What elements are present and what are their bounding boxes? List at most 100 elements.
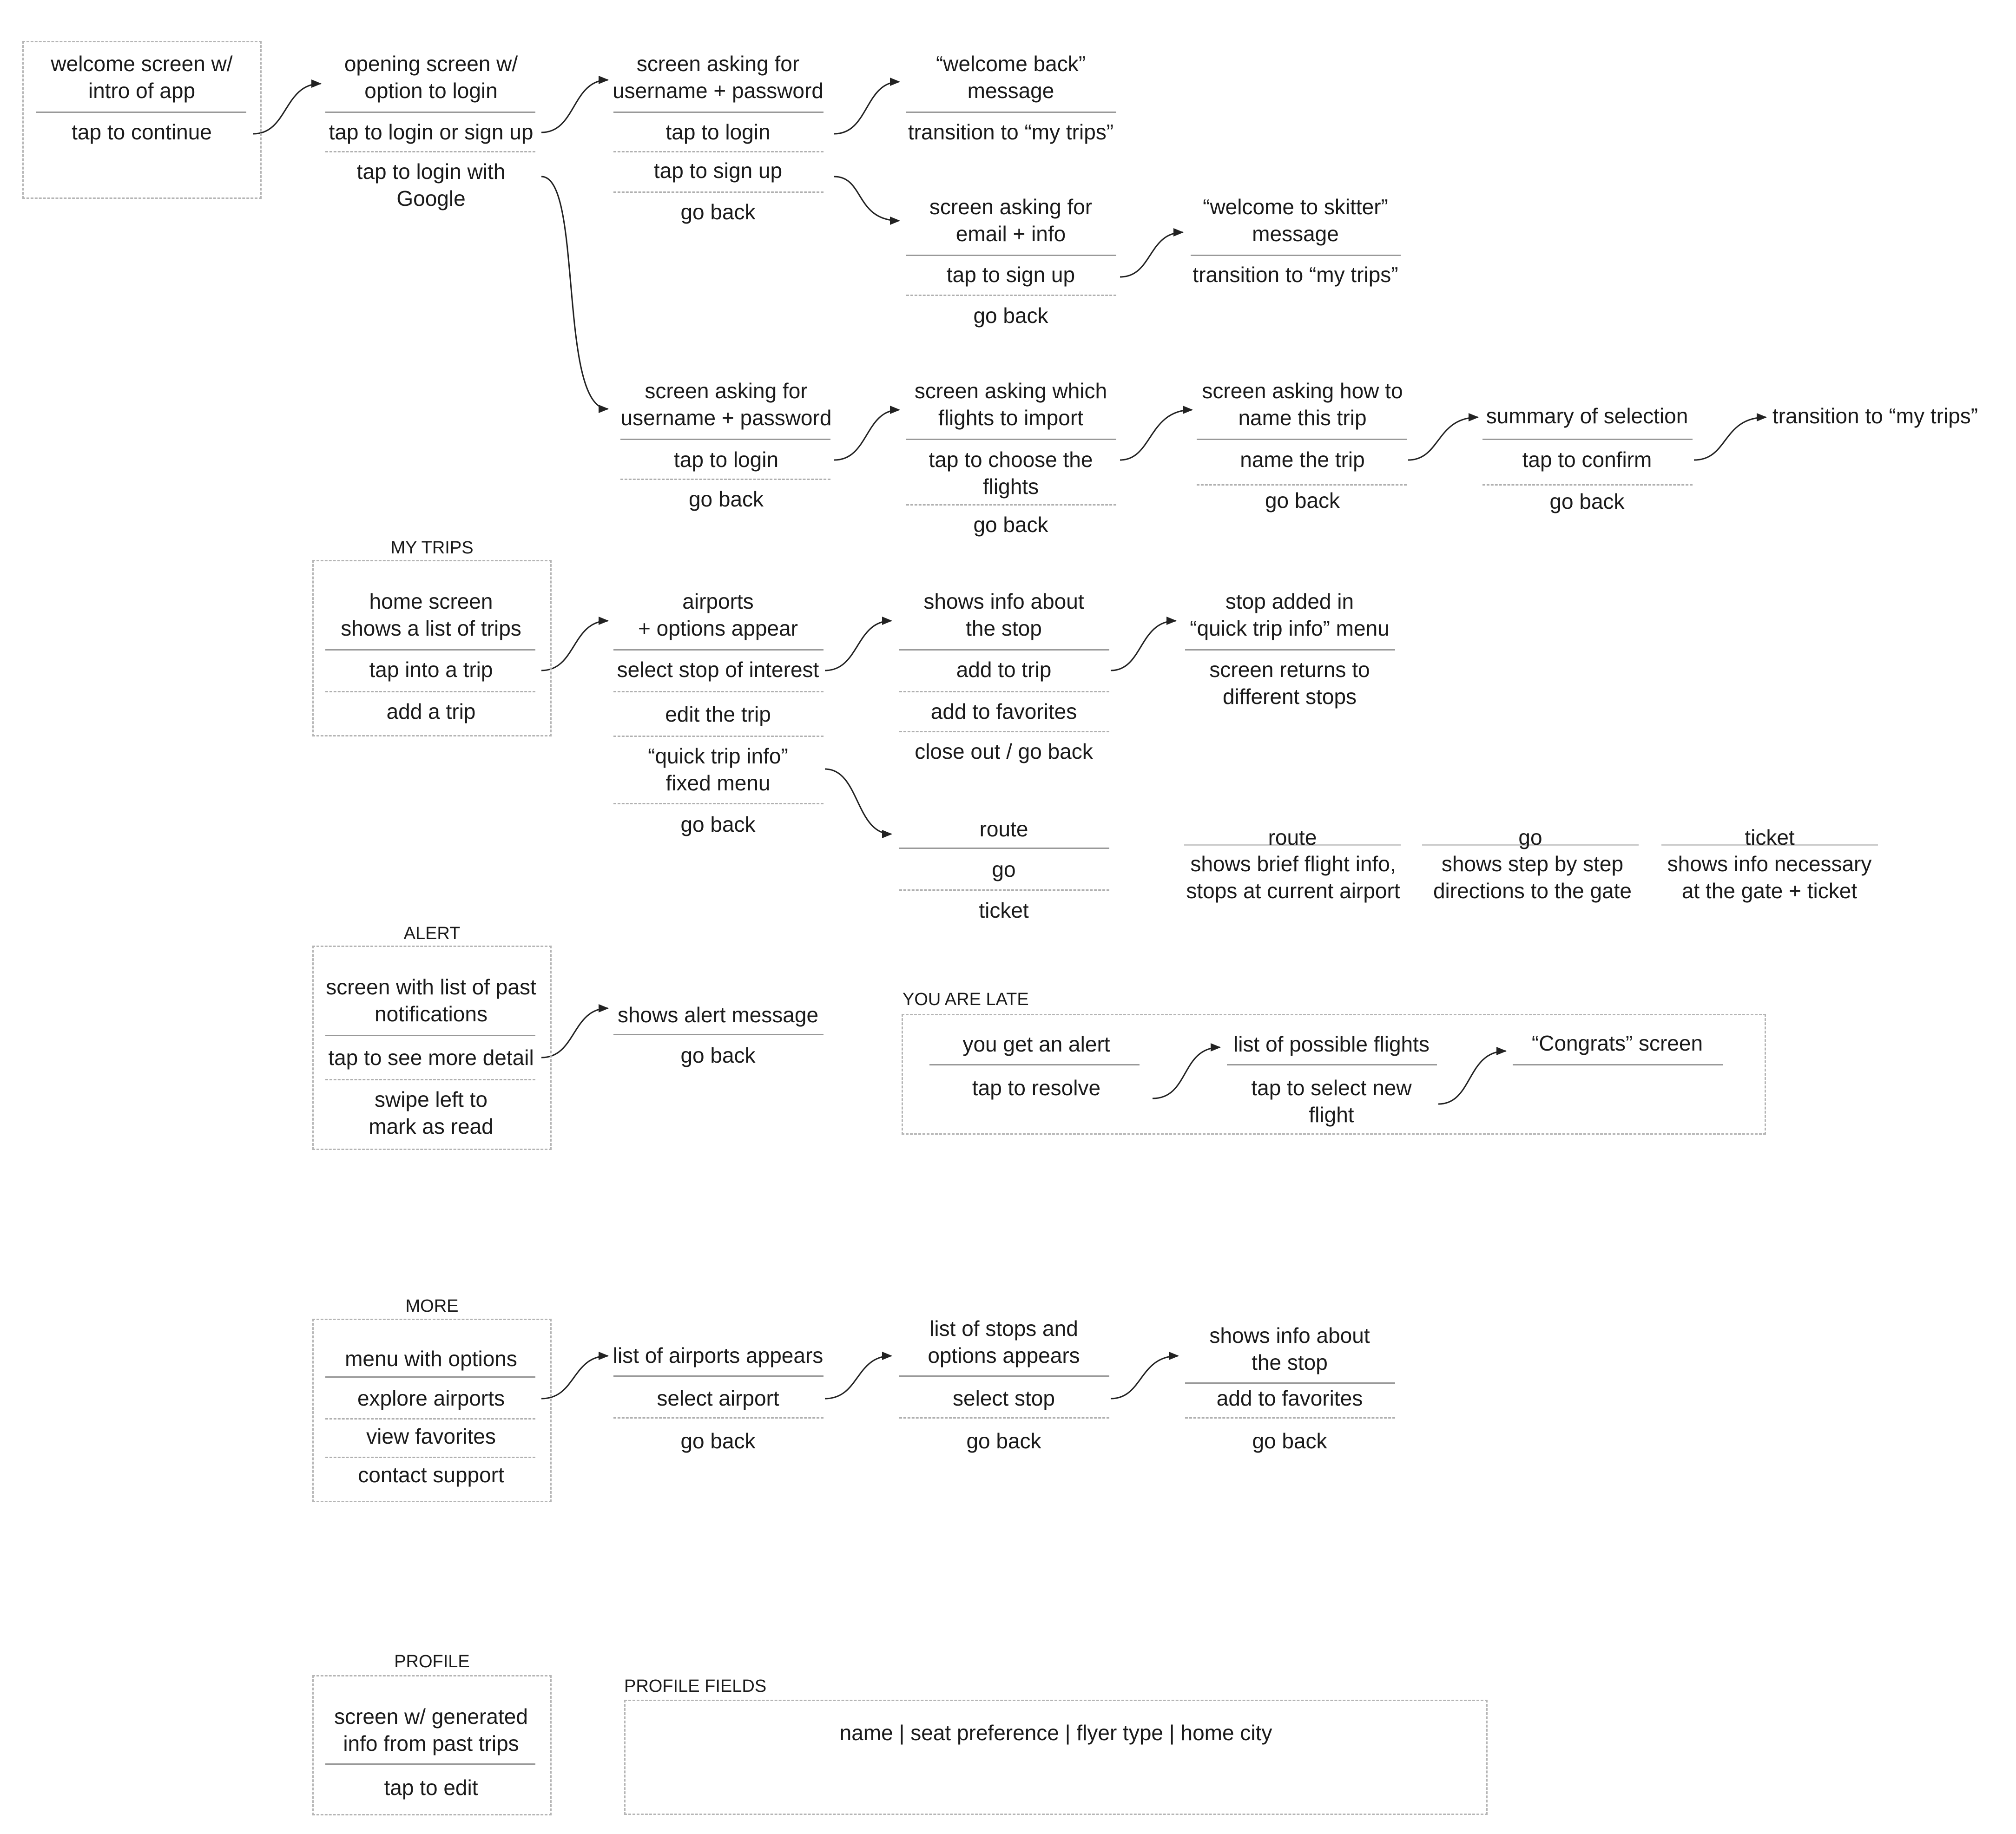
tap-to-confirm: tap to confirm	[1522, 447, 1652, 472]
go-back: go back	[680, 1043, 756, 1067]
separator	[906, 439, 1116, 440]
separator	[325, 1376, 535, 1378]
go-description: shows step by step directions to the gat…	[1433, 852, 1632, 903]
airports-options-node: airports + options appear	[638, 589, 798, 640]
opening-screen-node: opening screen w/ option to login	[344, 52, 518, 103]
separator	[325, 1079, 535, 1080]
go-back: go back	[680, 1429, 756, 1453]
arrow	[1110, 1352, 1179, 1400]
separator	[899, 731, 1109, 732]
select-airport: select airport	[657, 1386, 779, 1410]
separator	[613, 691, 824, 692]
tap-to-login: tap to login	[665, 120, 771, 144]
separator	[1513, 1064, 1723, 1065]
transition-my-trips: transition to “my trips”	[1772, 404, 1978, 428]
separator	[899, 691, 1109, 692]
profile-fields-list: name | seat preference | flyer type | ho…	[839, 1721, 1272, 1745]
tap-see-more-detail: tap to see more detail	[328, 1045, 534, 1070]
separator	[1197, 439, 1407, 440]
separator	[325, 112, 535, 113]
credentials-screen-node: screen asking for username + password	[613, 52, 824, 103]
separator	[613, 736, 824, 737]
separator	[1482, 484, 1693, 486]
separator	[613, 151, 824, 152]
add-to-favorites: add to favorites	[930, 699, 1077, 723]
arrow	[1438, 1047, 1507, 1105]
separator	[1197, 484, 1407, 486]
separator	[1482, 439, 1693, 440]
arrow	[1152, 1043, 1221, 1099]
go-back: go back	[973, 513, 1048, 537]
arrow	[541, 176, 609, 413]
swipe-mark-read: swipe left to mark as read	[369, 1087, 494, 1138]
separator	[325, 1763, 535, 1765]
go-back: go back	[1265, 488, 1340, 513]
notifications-list-node: screen with list of past notifications	[326, 975, 536, 1026]
separator	[1191, 255, 1401, 256]
arrow	[824, 617, 892, 671]
alert-message-node: shows alert message	[617, 1003, 819, 1027]
welcome-screen-node: welcome screen w/ intro of app	[51, 52, 233, 103]
arrow	[1408, 413, 1479, 461]
route-label: route	[1268, 825, 1317, 849]
arrow	[541, 76, 609, 133]
separator	[1184, 844, 1401, 846]
get-alert-node: you get an alert	[962, 1032, 1110, 1056]
separator	[613, 1417, 824, 1419]
ticket-description: shows info necessary at the gate + ticke…	[1667, 852, 1872, 903]
separator	[613, 191, 824, 193]
possible-flights-node: list of possible flights	[1233, 1032, 1430, 1056]
tap-login-or-signup: tap to login or sign up	[329, 120, 534, 144]
arrow	[824, 1352, 892, 1400]
welcome-skitter-node: “welcome to skitter” message	[1203, 195, 1388, 246]
go-back: go back	[680, 200, 756, 224]
arrow	[541, 1352, 609, 1400]
arrow	[253, 79, 322, 135]
go-back: go back	[680, 812, 756, 836]
separator	[899, 889, 1109, 891]
late-title: YOU ARE LATE	[903, 990, 1029, 1009]
congrats-screen-node: “Congrats” screen	[1531, 1031, 1703, 1055]
go-back: go back	[973, 303, 1048, 328]
arrow	[1120, 406, 1193, 461]
separator	[325, 1418, 535, 1420]
close-out-go-back: close out / go back	[915, 739, 1093, 763]
separator	[613, 1034, 824, 1035]
name-the-trip: name the trip	[1240, 447, 1365, 472]
separator	[906, 112, 1116, 113]
separator	[1227, 1064, 1437, 1065]
menu-options-node: menu with options	[345, 1347, 517, 1371]
go-back: go back	[966, 1429, 1041, 1453]
profile-box	[312, 1675, 552, 1815]
more-title: MORE	[405, 1296, 459, 1316]
separator	[899, 1375, 1109, 1377]
my-trips-box	[312, 560, 552, 736]
airports-list-node: list of airports appears	[613, 1343, 824, 1367]
my-trips-title: MY TRIPS	[390, 538, 474, 558]
tap-to-sign-up: tap to sign up	[653, 158, 783, 183]
tap-to-edit: tap to edit	[384, 1775, 478, 1800]
profile-screen-node: screen w/ generated info from past trips	[334, 1704, 528, 1755]
add-to-favorites: add to favorites	[1216, 1386, 1363, 1410]
separator	[1185, 649, 1395, 651]
email-screen-node: screen asking for email + info	[929, 195, 1093, 246]
welcome-back-node: “welcome back” message	[936, 52, 1086, 103]
name-trip-node: screen asking how to name this trip	[1202, 379, 1403, 430]
separator	[899, 848, 1109, 849]
contact-support: contact support	[358, 1463, 504, 1487]
separator	[325, 1035, 535, 1036]
separator	[899, 1417, 1109, 1419]
separator	[906, 504, 1116, 506]
arrow	[541, 617, 609, 671]
arrow	[1120, 228, 1184, 278]
separator	[613, 803, 824, 804]
tap-choose-flights: tap to choose the flights	[929, 447, 1093, 499]
separator	[620, 439, 830, 440]
arrow	[834, 78, 900, 135]
separator	[620, 479, 830, 480]
alert-box	[312, 946, 552, 1150]
separator	[1185, 1382, 1395, 1384]
go-label: go	[1518, 825, 1542, 849]
go-back: go back	[1252, 1429, 1327, 1453]
tap-select-new-flight: tap to select new flight	[1251, 1076, 1412, 1127]
